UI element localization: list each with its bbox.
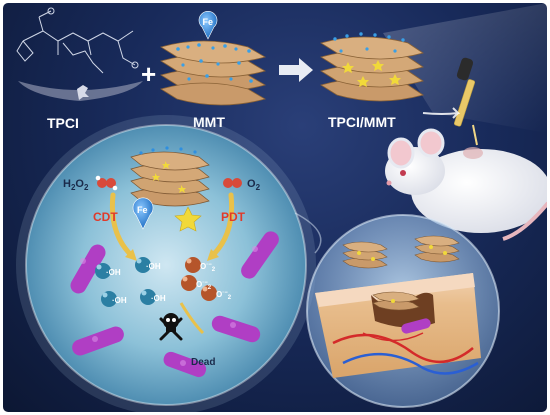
map-pin-icon [132,197,154,230]
bacterium [70,244,106,294]
dead-arrow [179,302,205,335]
bacterium [211,315,261,343]
bacteria [70,231,279,378]
bacteria-highlights [80,246,258,366]
tpci-mmt-ion-dots [333,32,405,53]
pdt-label: PDT [221,210,246,224]
inner-fe-label: Fe [137,205,148,215]
skin-stars [357,245,447,303]
inner-ion-dots [139,146,197,155]
bacterium [241,231,279,279]
inner-stars [152,161,186,193]
tpci-mmt-stars [342,60,401,87]
superoxide-label: O·−2 [196,280,212,291]
star-icon [342,62,354,73]
star-icon [357,76,369,87]
mmt-label: MMT [193,114,225,130]
pdt-arrow-head [207,249,219,261]
hydroxyl-label: ·OH [112,296,127,305]
hydroxyl-label: ·OH [151,294,166,303]
drop-arrow [422,107,461,119]
map-pin-icon [198,10,218,40]
tpci-molecule [16,7,139,74]
star-icon [372,60,384,71]
right-arrow-icon [279,58,313,82]
inner-fe-pin: Fe [132,197,154,230]
tpci-mmt-stack [320,36,424,102]
superoxide-label: O·−2 [200,262,216,273]
dead-label: Dead [191,357,215,368]
superoxide-label: O·−2 [216,290,232,301]
tpci-mmt-label: TPCI/MMT [328,114,396,130]
pdt-arrow [210,192,235,258]
hydroxyl-label: ·OH [106,268,121,277]
cdt-arrow-head [125,249,137,261]
scheme-canvas: TPCI + Fe MMT TPCI/MMT [16,3,547,412]
h2o2-molecule-icon [95,175,118,191]
skull-and-crossbones-icon [159,313,183,341]
hydroxyl-label: ·OH [146,262,161,271]
fe-pin: Fe [198,10,218,40]
o2-label: O2 [247,178,261,192]
cdt-label: CDT [93,210,118,224]
bacterium [72,326,124,356]
skin-clay-stacks [342,235,460,311]
superoxide-radicals: O·−2 O·−2 O·−2 [181,257,232,301]
star-icon [152,173,160,181]
o2-molecule-icon [223,178,242,188]
h2o2-label: H2O2 [63,178,89,192]
dropper-icon [453,57,478,146]
plus-sign: + [141,59,156,89]
hydroxyl-radicals: ·OH ·OH ·OH ·OH [95,257,166,307]
mouse-icon [385,128,547,241]
mmt-ion-dots [176,43,253,83]
figure: TPCI + Fe MMT TPCI/MMT [3,3,547,412]
fe-pin-label: Fe [203,17,214,27]
tpci-label: TPCI [47,115,79,131]
star-icon [178,185,186,193]
star-icon [389,74,401,85]
star-icon [162,161,170,169]
zoom-connector [294,212,322,254]
inner-clay-stack [130,151,210,207]
star-icon [174,206,202,232]
tpci-molecule-icon [77,85,89,100]
cdt-arrow [109,192,134,258]
bacterium [401,318,431,334]
